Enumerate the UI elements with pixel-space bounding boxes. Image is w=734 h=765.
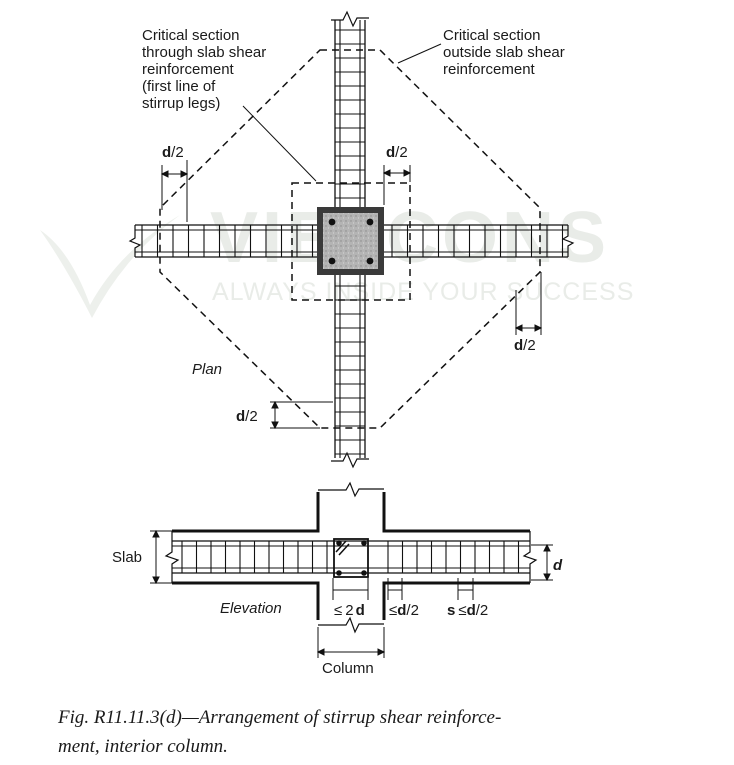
outer-critical-section xyxy=(159,49,541,429)
svg-text:Critical section: Critical section xyxy=(142,27,240,44)
label-d2-upper-left: d/2 xyxy=(162,144,184,161)
dim-d2-upper-right xyxy=(382,165,412,205)
label-d2-right: d/2 xyxy=(514,337,536,354)
label-s-le-d2: s≤d/2 xyxy=(447,602,488,619)
column-plan xyxy=(317,207,384,275)
label-critical-section-inside: Critical section through slab shear rein… xyxy=(142,27,266,112)
label-elevation: Elevation xyxy=(220,600,282,617)
svg-text:stirrup legs): stirrup legs) xyxy=(142,95,220,112)
watermark-tagline: ALWAYS INSIDE YOUR SUCCESS xyxy=(212,278,634,306)
svg-text:(first line of: (first line of xyxy=(142,78,216,95)
svg-text:Critical section: Critical section xyxy=(443,27,541,44)
svg-text:reinforcement: reinforcement xyxy=(142,61,235,78)
caption-line-1: Fig. R11.11.3(d)—Arrangement of stirrup … xyxy=(58,707,502,728)
svg-text:outside slab shear: outside slab shear xyxy=(443,44,565,61)
svg-text:through slab shear: through slab shear xyxy=(142,44,266,61)
label-d2-upper-right: d/2 xyxy=(386,144,408,161)
label-plan: Plan xyxy=(192,361,222,378)
label-slab: Slab xyxy=(112,549,142,566)
label-d-elevation: d xyxy=(553,557,563,574)
slab-bottom-outline xyxy=(172,581,530,625)
figure-caption: Fig. R11.11.3(d)—Arrangement of stirrup … xyxy=(58,703,698,761)
stirrup-arrangement-diagram: VIETCONS ALWAYS INSIDE YOUR SUCCESS xyxy=(40,10,634,677)
label-d2-lower: d/2 xyxy=(236,408,258,425)
label-column: Column xyxy=(322,660,374,677)
svg-text:reinforcement: reinforcement xyxy=(443,61,536,78)
slab-top-outline xyxy=(172,490,530,533)
dim-d2-lower xyxy=(270,400,333,430)
dim-d2-upper-left xyxy=(160,160,189,222)
column-tie xyxy=(333,538,369,578)
elevation-view xyxy=(150,481,553,658)
break-marks xyxy=(128,10,575,469)
caption-line-2: ment, interior column. xyxy=(58,736,228,757)
label-le-d2: ≤d/2 xyxy=(389,602,419,619)
dim-d2-right xyxy=(514,272,543,335)
label-critical-section-outside: Critical section outside slab shear rein… xyxy=(443,27,565,78)
plan-view xyxy=(128,10,575,469)
